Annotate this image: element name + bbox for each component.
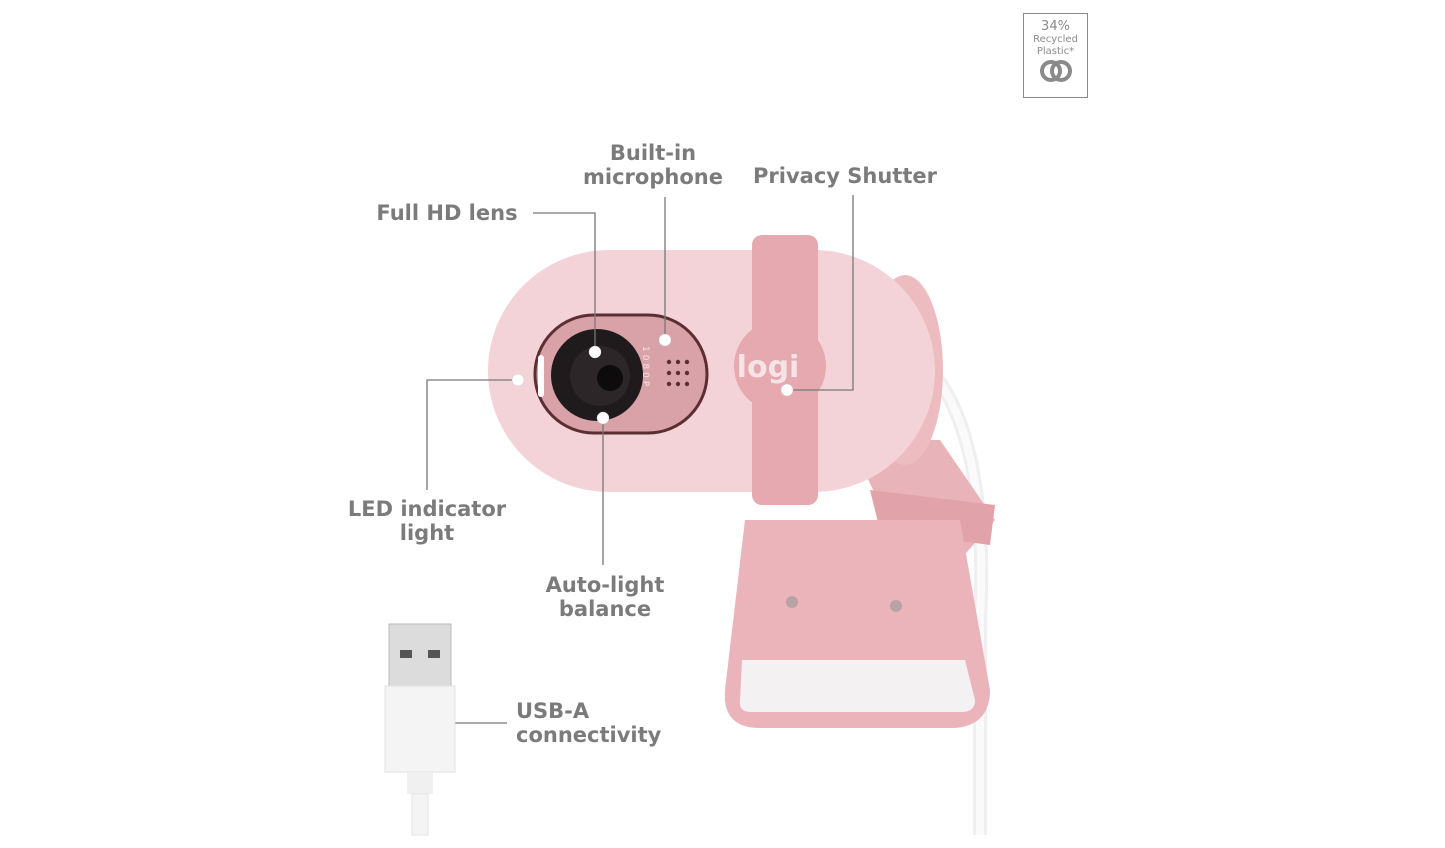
label-text: Auto-light: [545, 573, 665, 597]
label-text: Full HD lens: [376, 201, 518, 225]
led-indicator: [538, 355, 544, 397]
label-text: balance: [558, 597, 652, 621]
recycled-plastic-badge: 34% Recycled Plastic*: [1023, 13, 1088, 98]
label-text: microphone: [583, 165, 723, 189]
label-text: Privacy Shutter: [753, 164, 937, 188]
label-full-hd-lens: Full HD lens: [372, 201, 522, 225]
label-text: USB-A: [516, 699, 590, 723]
callout-lines: [426, 195, 854, 724]
stand: [724, 440, 995, 728]
privacy-shutter: logi: [734, 235, 826, 505]
logi-logo: logi: [737, 350, 800, 385]
badge-line1: Recycled: [1033, 34, 1078, 45]
label-text: connectivity: [516, 723, 662, 747]
usb-a-connector: [384, 623, 456, 836]
label-privacy-shutter: Privacy Shutter: [750, 164, 940, 188]
label-text: Built-in: [609, 141, 697, 165]
label-text: light: [399, 521, 455, 545]
microphone-holes: [666, 359, 690, 387]
resolution-mark: 1080P: [640, 346, 650, 389]
badge-line2: Plastic*: [1036, 46, 1075, 57]
badge-percent: 34%: [1041, 19, 1070, 34]
recycle-icon: [1039, 60, 1072, 82]
label-text: LED indicator: [347, 497, 507, 521]
callout-dots: [435, 333, 794, 730]
